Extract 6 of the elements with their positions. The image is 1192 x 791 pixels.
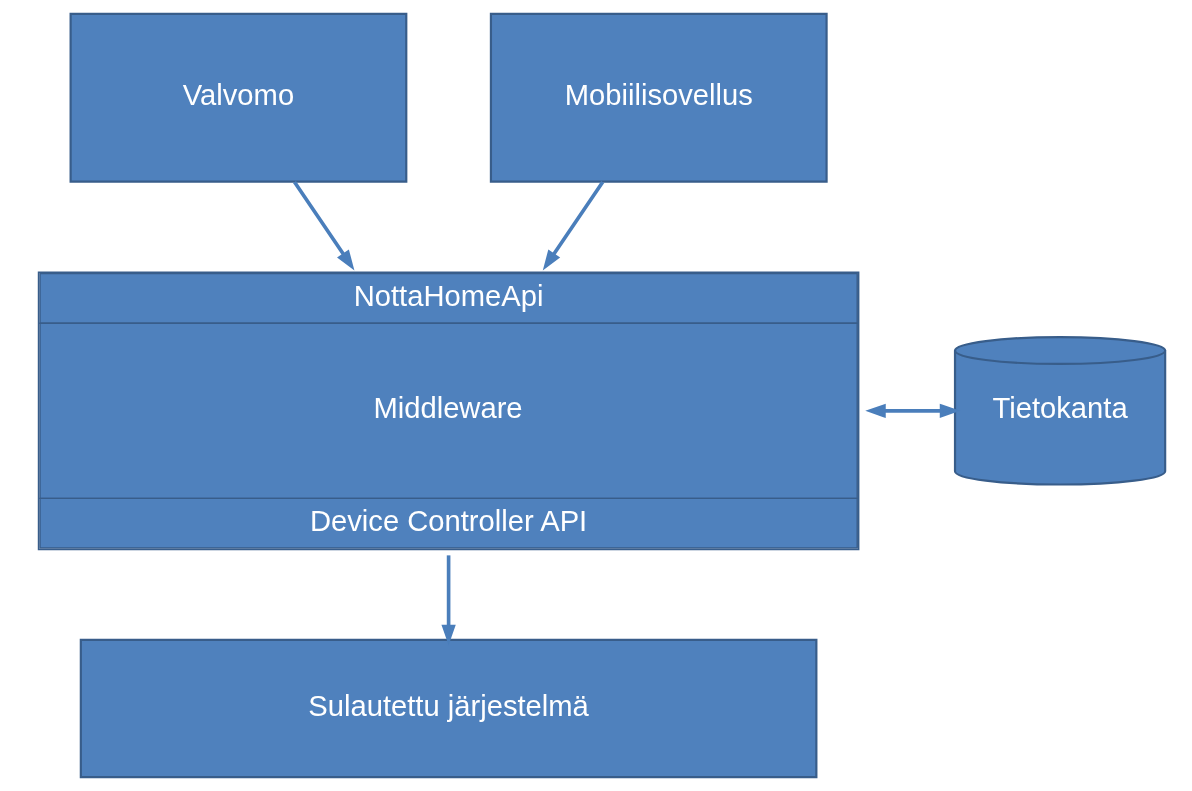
arrow xyxy=(542,180,605,271)
node-box: Sulautettu järjestelmä xyxy=(79,638,818,779)
arrow xyxy=(293,180,355,271)
node-box: Mobiilisovellus xyxy=(489,12,828,183)
node-box: Valvomo xyxy=(69,12,408,183)
arrow xyxy=(441,555,456,646)
